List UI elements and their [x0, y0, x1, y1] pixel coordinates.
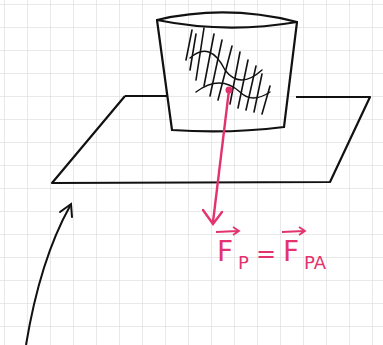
equals-sign: =: [256, 242, 276, 266]
pointer-arrowhead: [60, 204, 72, 217]
vector-mark: [216, 227, 239, 235]
force-arrow: [213, 90, 229, 222]
force-symbol: F: [217, 238, 233, 266]
force-subscript: PA: [304, 254, 326, 272]
force-symbol: F: [283, 238, 299, 266]
pointer-arrow: [26, 206, 70, 345]
plane-surface: [52, 96, 370, 183]
vector-mark: [282, 227, 305, 235]
force-subscript: P: [238, 254, 249, 272]
force-arrowhead: [203, 210, 222, 224]
